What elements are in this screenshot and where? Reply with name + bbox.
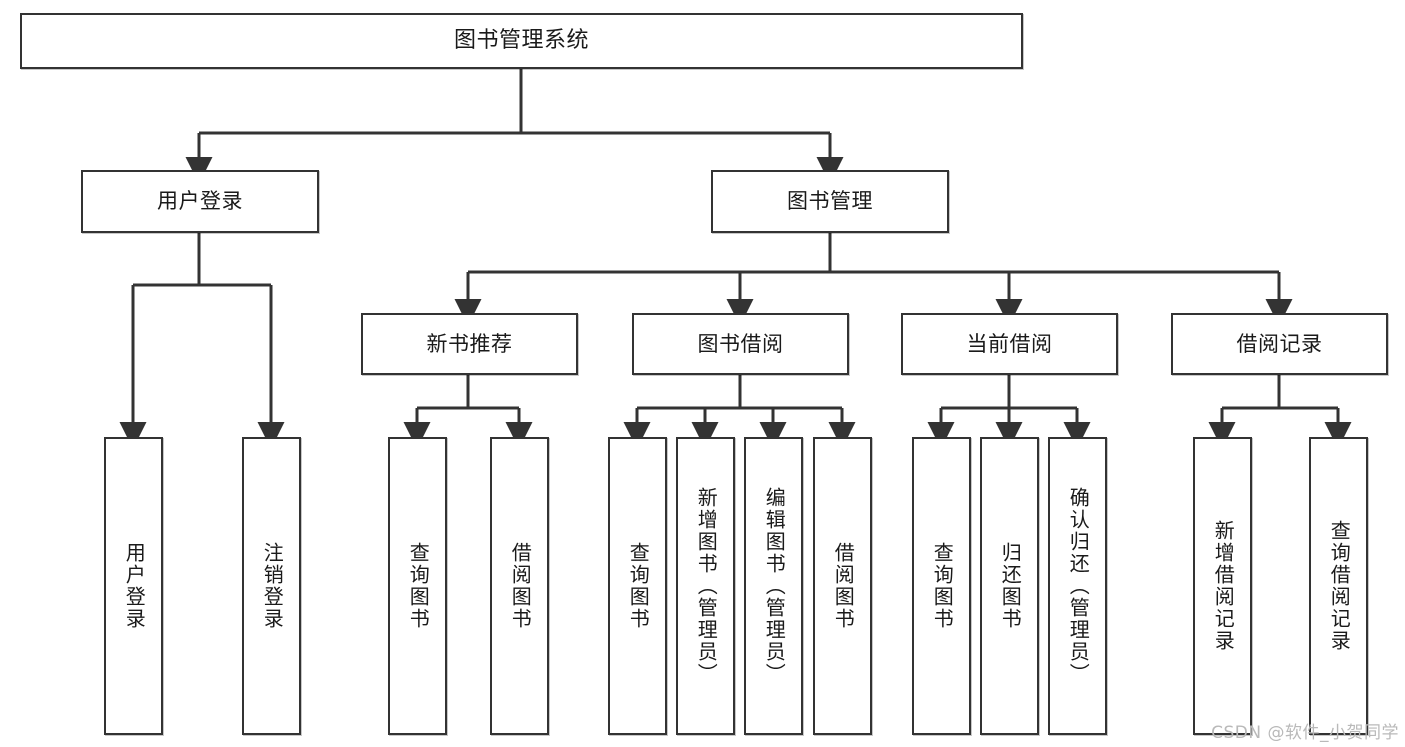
leaf-query-book-1-label: 查询图书 [406, 542, 431, 630]
leaf-edit-book-label: 编辑图书（管理员） [762, 487, 787, 685]
leaf-logout[interactable]: 注销登录 [242, 437, 301, 735]
node-root-label: 图书管理系统 [453, 28, 589, 54]
leaf-query-book-3-label: 查询图书 [930, 542, 955, 630]
node-current-borrow[interactable]: 当前借阅 [901, 313, 1118, 375]
leaf-query-book-2[interactable]: 查询图书 [608, 437, 667, 735]
leaf-logout-label: 注销登录 [260, 542, 285, 630]
leaf-query-record[interactable]: 查询借阅记录 [1309, 437, 1368, 735]
node-user-login[interactable]: 用户登录 [81, 170, 319, 233]
leaf-add-book[interactable]: 新增图书（管理员） [676, 437, 735, 735]
leaf-add-book-label: 新增图书（管理员） [694, 487, 719, 685]
node-borrow-record-label: 借阅记录 [1236, 331, 1323, 356]
leaf-query-book-1[interactable]: 查询图书 [388, 437, 447, 735]
leaf-add-record[interactable]: 新增借阅记录 [1193, 437, 1252, 735]
node-book-manage-label: 图书管理 [787, 189, 873, 214]
leaf-user-login-label: 用户登录 [122, 542, 147, 630]
leaf-borrow-book-1[interactable]: 借阅图书 [490, 437, 549, 735]
leaf-confirm-return-label: 确认归还（管理员） [1066, 487, 1091, 685]
leaf-borrow-book-2-label: 借阅图书 [831, 542, 856, 630]
node-user-login-label: 用户登录 [157, 189, 243, 214]
leaf-borrow-book-2[interactable]: 借阅图书 [813, 437, 872, 735]
node-book-borrow-label: 图书借阅 [697, 331, 784, 356]
leaf-return-book[interactable]: 归还图书 [980, 437, 1039, 735]
leaf-user-login[interactable]: 用户登录 [104, 437, 163, 735]
leaf-query-book-3[interactable]: 查询图书 [912, 437, 971, 735]
node-current-borrow-label: 当前借阅 [966, 331, 1053, 356]
leaf-borrow-book-1-label: 借阅图书 [508, 542, 533, 630]
node-borrow-record[interactable]: 借阅记录 [1171, 313, 1388, 375]
watermark-text: CSDN @软件_小贺同学 [1211, 723, 1399, 743]
node-new-book-rec-label: 新书推荐 [426, 331, 513, 356]
leaf-edit-book[interactable]: 编辑图书（管理员） [744, 437, 803, 735]
node-new-book-rec[interactable]: 新书推荐 [361, 313, 578, 375]
node-book-manage[interactable]: 图书管理 [711, 170, 949, 233]
leaf-add-record-label: 新增借阅记录 [1211, 520, 1236, 652]
leaf-confirm-return[interactable]: 确认归还（管理员） [1048, 437, 1107, 735]
leaf-query-record-label: 查询借阅记录 [1327, 520, 1352, 652]
node-book-borrow[interactable]: 图书借阅 [632, 313, 849, 375]
leaf-query-book-2-label: 查询图书 [626, 542, 651, 630]
leaf-return-book-label: 归还图书 [998, 542, 1023, 630]
node-root[interactable]: 图书管理系统 [20, 13, 1023, 69]
